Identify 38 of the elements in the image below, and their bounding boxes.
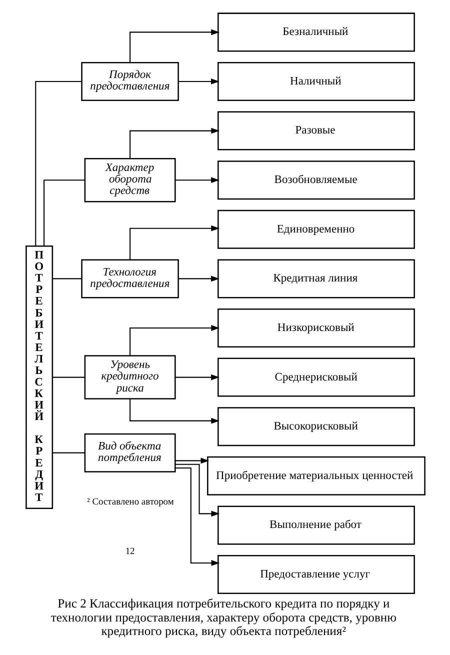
node-box: Характер оборота средств: [84, 157, 176, 202]
node-box: Выполнение работ: [217, 505, 414, 544]
node-box: Низкорисковый: [217, 308, 414, 347]
node-box: Наличный: [217, 61, 414, 100]
arrow: [175, 457, 209, 464]
node-box: Единовременно: [217, 209, 414, 248]
arrow: [129, 28, 220, 62]
arrow: [129, 224, 220, 260]
node-box: Уровень кредитного риска: [84, 354, 176, 399]
label: ² Составлено автором: [86, 496, 174, 507]
node-box: Приобретение материальных ценностей: [206, 456, 425, 495]
node-box: Вид объекта потребления: [84, 432, 176, 472]
node-box: Возобновляемые: [217, 160, 414, 200]
node-box: Среднерисковый: [217, 357, 414, 396]
node-box: Порядок предоставления: [80, 61, 178, 100]
arrow: [178, 275, 219, 282]
node-box: Кредитная линия: [217, 258, 414, 298]
arrow: [129, 398, 220, 424]
connector: [34, 80, 82, 246]
arrow: [178, 78, 219, 84]
arrow: [175, 176, 219, 183]
node-box: Высокорисковый: [217, 406, 414, 446]
node-box: Безналичный: [217, 12, 414, 52]
node-box: ПОТРЕБИТЕЛЬСКИЙ КРЕДИТ: [25, 245, 53, 509]
node-box: Предоставление услуг: [217, 554, 414, 594]
label: 12: [124, 546, 134, 556]
connector: [43, 179, 84, 246]
node-box: Разовые: [217, 110, 414, 150]
connector: [52, 452, 84, 453]
node-box: Технология предоставления: [80, 258, 178, 298]
arrow: [174, 467, 220, 566]
arrow: [129, 324, 220, 356]
arrow: [174, 463, 220, 516]
arrow: [175, 374, 219, 380]
arrow: [129, 127, 220, 158]
caption: Рис 2 Классификация потребительского кредита по порядку и технологии предоставления, характеру оборота средств, уровню кредитного риска, виду объекта потребления²: [50, 596, 396, 638]
connector: [52, 278, 81, 279]
connector: [52, 376, 84, 378]
